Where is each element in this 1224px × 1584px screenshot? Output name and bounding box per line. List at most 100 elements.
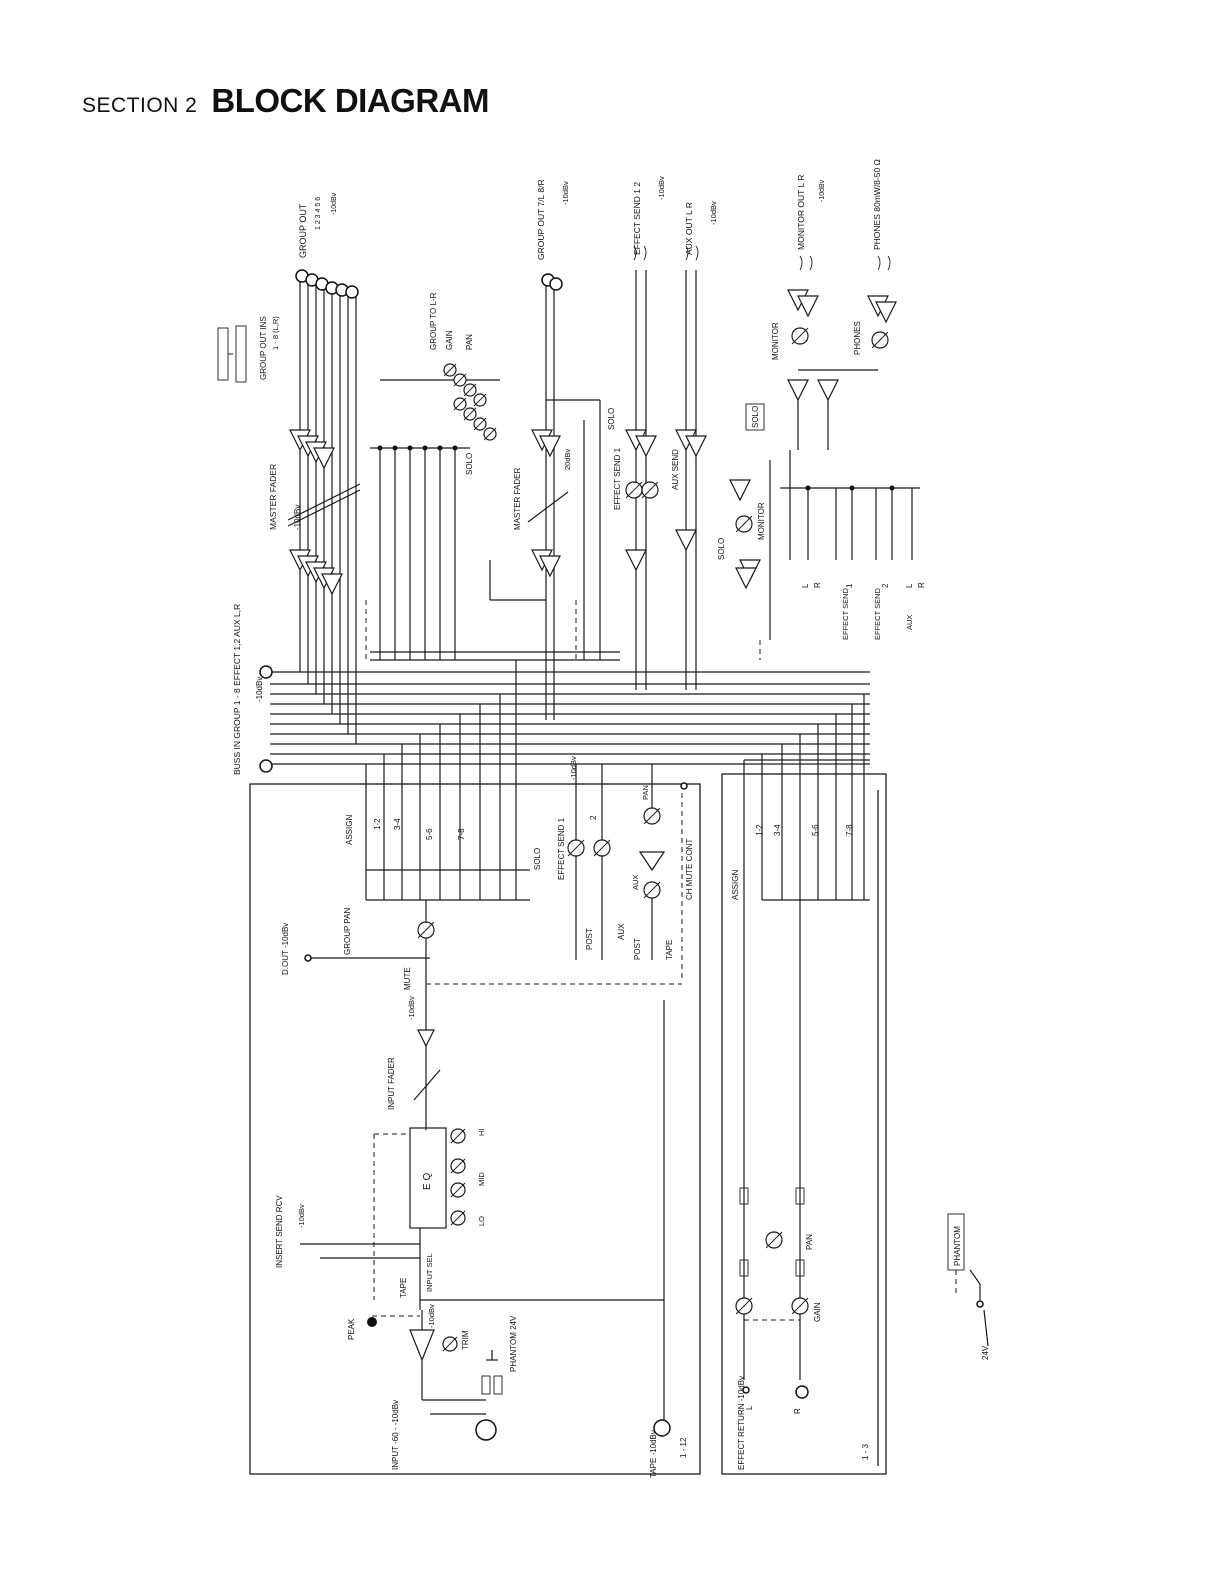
eq-knobs — [450, 1128, 466, 1226]
ch-level-label: -10dBv — [569, 756, 578, 780]
solo-78-label: SOLO — [607, 408, 616, 430]
rtn-range-label: 1 - 3 — [861, 1443, 870, 1460]
group-solo-label: SOLO — [465, 453, 474, 475]
input-xlr-jack[interactable] — [475, 1419, 497, 1441]
post-label: POST — [585, 928, 594, 950]
buss-in-jack-top[interactable] — [259, 665, 273, 679]
input-channel-frame — [249, 783, 701, 1475]
eq-label: E Q — [422, 1173, 433, 1190]
solo-ctl-label: SOLO — [717, 538, 726, 560]
monitor-phones-section — [729, 255, 920, 660]
effect-send-ch-label: EFFECT SEND 1 — [557, 817, 566, 880]
effect-send-ch-2: 2 — [589, 815, 598, 820]
insert-label: INSERT SEND RCV — [275, 1195, 284, 1268]
sel-l: L — [801, 583, 810, 588]
group-to-lr-label: GROUP TO L-R — [429, 292, 438, 350]
monitor-label: MONITOR — [771, 322, 780, 360]
tape-ch-label: TAPE — [399, 1278, 408, 1298]
head-amp-level: -10dBv — [427, 1304, 436, 1328]
input-fader-label: INPUT FADER — [387, 1057, 396, 1110]
d-out-label: D.OUT -10dBv — [281, 923, 290, 975]
effect-send-sel-2: EFFECT SEND — [873, 587, 882, 640]
rtn-gain-label: GAIN — [813, 1302, 822, 1322]
group-gain-label: GAIN — [445, 330, 454, 350]
assign-78: 7-8 — [457, 828, 466, 840]
effect-return-frame — [721, 773, 887, 1475]
aux-sel: AUX — [905, 615, 914, 630]
aux-sw-label: AUX — [617, 923, 626, 940]
monitor-out-level: -10dBv — [819, 179, 826, 202]
rtn-pan-label: PAN — [805, 1234, 814, 1250]
solo-box — [745, 403, 765, 431]
group-to-lr-knobs — [380, 363, 500, 441]
page-title: BLOCK DIAGRAM — [211, 82, 490, 119]
assign-rtn-label: ASSIGN — [731, 870, 740, 900]
sel-2: 2 — [881, 583, 890, 588]
master-fader-label: MASTER FADER — [268, 464, 278, 530]
head-amp — [409, 1329, 435, 1362]
group-out-label: GROUP OUT — [298, 203, 308, 258]
aux-send-label: AUX SEND — [671, 449, 680, 490]
eq-hi-label: HI — [477, 1129, 486, 1137]
solo-box-label: SOLO — [751, 406, 760, 428]
rtn-56: 5-6 — [811, 824, 820, 836]
group-out-numbers: 1 2 3 4 5 6 — [315, 197, 322, 230]
assign-34: 3-4 — [393, 818, 402, 830]
sel-aux-r: R — [917, 582, 926, 588]
buss-lines — [270, 671, 870, 765]
aux-out-label: AUX OUT L R — [684, 202, 694, 255]
group-out-jacks — [295, 269, 359, 299]
rtn-r-jack[interactable] — [795, 1385, 809, 1399]
group-out-78-label: GROUP OUT 7/L 8/R — [536, 179, 546, 260]
group-out-78-level: -10dBv — [561, 181, 570, 205]
buss-in-jack-bottom[interactable] — [259, 759, 273, 773]
phantom-box-label: PHANTOM — [953, 1226, 962, 1266]
aux-ch-label: AUX — [631, 875, 640, 890]
group-solo-switches — [370, 445, 620, 661]
group-out-78-jack-r[interactable] — [549, 277, 563, 291]
effect-send-out-level: -10dBv — [657, 176, 666, 200]
peak-led — [367, 1317, 377, 1327]
eq-block — [409, 1127, 447, 1229]
phones-label: PHONES — [853, 321, 862, 355]
group-out-level: -10dBv — [331, 192, 338, 215]
buss-in-level: -10dBv — [255, 677, 264, 702]
mute-label: MUTE — [403, 967, 412, 990]
assign-56: 5-6 — [425, 828, 434, 840]
ch-amp-level: -10dBv — [407, 996, 416, 1020]
tape-in-jack[interactable] — [653, 1419, 671, 1437]
phantom-ch-label: PHANTOM 24V — [509, 1315, 518, 1372]
input-sel-label: INPUT SEL — [425, 1253, 434, 1292]
group-out-ins-label: GROUP OUT INS — [259, 316, 268, 380]
sel-1: 1 — [845, 583, 854, 588]
section-label: SECTION 2 — [82, 94, 198, 117]
group-out-ins-range: 1 - 8 (L,R) — [271, 316, 280, 350]
assign-12: 1-2 — [373, 818, 382, 830]
master-fader-level: -10dBv — [293, 505, 302, 530]
sel-r: R — [813, 582, 822, 588]
tape-sw-label: TAPE — [665, 940, 674, 960]
insert-level: -10dBv — [297, 1204, 306, 1228]
rtn-l-jack[interactable] — [742, 1386, 750, 1394]
master-fader-r-level: 20dBv — [563, 448, 572, 470]
ch-mute-cont-label: CH MUTE CONT — [685, 839, 694, 900]
input-assign-switches — [365, 660, 530, 901]
monitor-ctl-label: MONITOR — [757, 502, 766, 540]
mute-amp — [417, 1029, 435, 1048]
effect-aux-section — [625, 245, 707, 690]
effect-send-knobs — [567, 764, 688, 980]
phones-out-label: PHONES 80mW/8-50 Ω — [872, 159, 882, 250]
effect-return-label: EFFECT RETURN -10dBv — [737, 1376, 746, 1470]
tape-in-label: TAPE -10dBv — [649, 1430, 658, 1478]
group-pan-label: PAN — [465, 334, 474, 350]
effect-send-1-label: EFFECT SEND 1 — [613, 447, 622, 510]
group-out-jack-6[interactable] — [345, 285, 359, 299]
sel-aux-l: L — [905, 583, 914, 588]
v24-label: 24V — [981, 1345, 990, 1360]
rtn-78: 7-8 — [845, 824, 854, 836]
peak-label: PEAK — [347, 1318, 356, 1340]
group-78-section — [489, 273, 601, 720]
post-2-label: POST — [633, 938, 642, 960]
eq-mid-label: MID — [477, 1172, 486, 1186]
